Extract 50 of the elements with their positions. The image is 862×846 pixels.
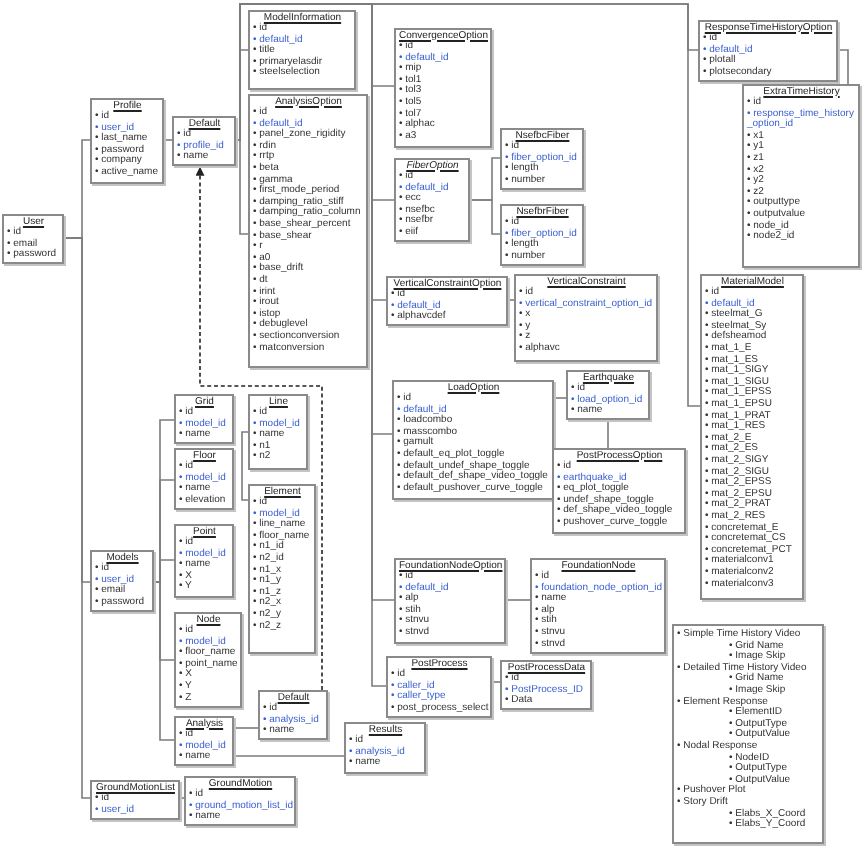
connector-line (505, 599, 531, 601)
table-box (394, 28, 492, 148)
table-box (514, 274, 658, 362)
table-box (344, 722, 426, 774)
table-box (500, 660, 592, 711)
connector-line (469, 199, 501, 235)
connector-line (163, 139, 173, 141)
table-box (90, 780, 180, 820)
table-box (174, 716, 234, 767)
connector-line (241, 431, 249, 501)
table-box (500, 128, 584, 190)
connector-line (233, 755, 345, 757)
table-box (700, 274, 804, 600)
connector-line (153, 581, 175, 741)
table-box (2, 214, 64, 265)
table-box (566, 370, 650, 421)
table-box (174, 448, 234, 510)
table-box (530, 558, 666, 654)
connector-line (63, 237, 91, 799)
table-box (174, 612, 242, 708)
table-box (174, 394, 234, 445)
table-box (248, 484, 316, 654)
table-box (90, 98, 164, 184)
table-box (392, 380, 554, 500)
table-box (394, 158, 470, 243)
list-panel (672, 624, 824, 844)
connector-line (837, 49, 849, 85)
connector-line (553, 397, 567, 399)
table-box (500, 204, 584, 266)
table-box (386, 656, 492, 718)
table-box (552, 448, 686, 534)
connector-line (491, 681, 501, 683)
table-box (386, 276, 508, 327)
connector-line (153, 559, 175, 583)
connector-line (233, 727, 259, 729)
table-box (248, 394, 308, 470)
connector-line (235, 139, 249, 235)
table-box (174, 524, 234, 598)
table-box (742, 84, 860, 268)
table-box (258, 690, 328, 741)
connector-line (607, 419, 609, 449)
table-box (698, 20, 838, 82)
connector-line (235, 3, 701, 407)
table-box (394, 558, 506, 644)
table-box (172, 116, 236, 167)
table-box (248, 94, 368, 368)
table-box (184, 776, 296, 827)
table-box (90, 550, 154, 612)
dashed-arrow (195, 165, 323, 691)
table-box (248, 10, 356, 90)
